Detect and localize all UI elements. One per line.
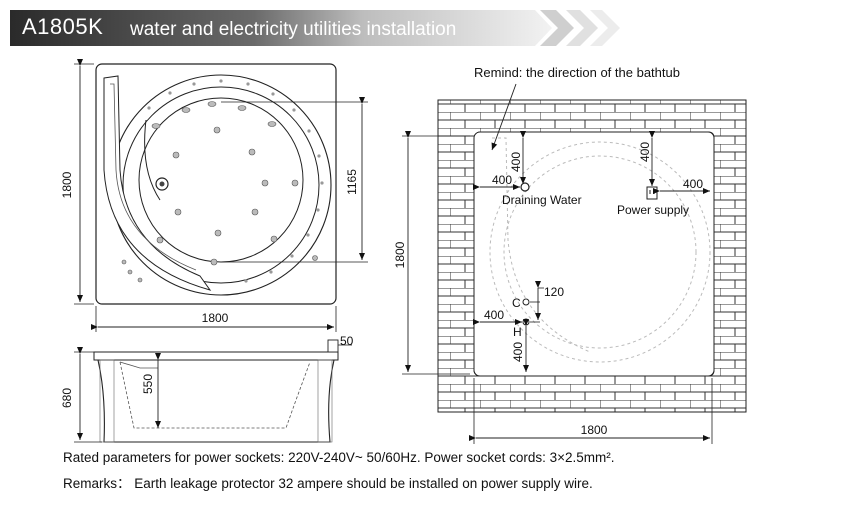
drain-label: Draining Water [502, 193, 582, 207]
power-vertical-dim: 400 [638, 142, 652, 162]
wall-plan-height-dim: 1800 [393, 241, 407, 268]
tub-armrest [144, 119, 161, 201]
wall-plan: Remind: the direction of the bathtub 400… [393, 65, 747, 444]
side-skirt-left [99, 359, 115, 443]
model-number: A1805K [22, 14, 104, 39]
hot-water-label: H [513, 325, 522, 339]
basin-dim: 1165 [345, 169, 359, 195]
side-inner-depth-dim: 550 [141, 374, 155, 394]
side-skirt-right [317, 359, 333, 443]
side-inner [119, 361, 311, 429]
page-title: water and electricity utilities installa… [130, 19, 457, 40]
banner-chevron-1 [540, 10, 574, 46]
reminder-text: Remind: the direction of the bathtub [474, 65, 680, 80]
banner-chevron-3 [590, 10, 620, 46]
valve-vertical-dim: 400 [511, 342, 525, 362]
drain-vertical-dim: 400 [509, 152, 523, 172]
top-view: 1800 1800 1165 [60, 59, 368, 332]
valve-spacing-dim: 120 [544, 285, 564, 299]
drain-point [520, 182, 530, 192]
title-banner [10, 10, 620, 46]
side-rim-thickness-dim: 50 [340, 334, 354, 348]
tub-rim-inner [122, 86, 320, 284]
cold-water-point [522, 298, 530, 306]
power-socket-icon [646, 186, 658, 200]
remarks: Remarks： Earth leakage protector 32 ampe… [63, 476, 593, 491]
drain-horizontal-dim: 400 [492, 173, 512, 187]
side-total-height-dim: 680 [60, 388, 74, 408]
side-view: 680 550 50 [60, 334, 354, 443]
side-rim [93, 351, 339, 361]
power-socket-parameters: Rated parameters for power sockets: 220V… [63, 450, 615, 465]
massage-jets [121, 101, 318, 283]
power-label: Power supply [617, 203, 689, 217]
tub-ghost [489, 137, 711, 363]
top-view-height-dim: 1800 [60, 171, 74, 198]
cold-water-label: C [512, 296, 521, 310]
top-view-width-dim: 1800 [202, 311, 229, 325]
banner-chevron-2 [566, 10, 598, 46]
valve-horizontal-dim: 400 [484, 308, 504, 322]
power-horizontal-dim: 400 [683, 177, 703, 191]
rim-jets [147, 79, 324, 283]
tub-seat-inner [110, 83, 197, 271]
tub-seat [103, 75, 212, 291]
hot-water-point [522, 318, 530, 326]
tub-outline [95, 63, 337, 305]
side-body [97, 359, 335, 443]
wall-plan-width-dim: 1800 [581, 423, 608, 437]
side-valve [327, 339, 339, 353]
